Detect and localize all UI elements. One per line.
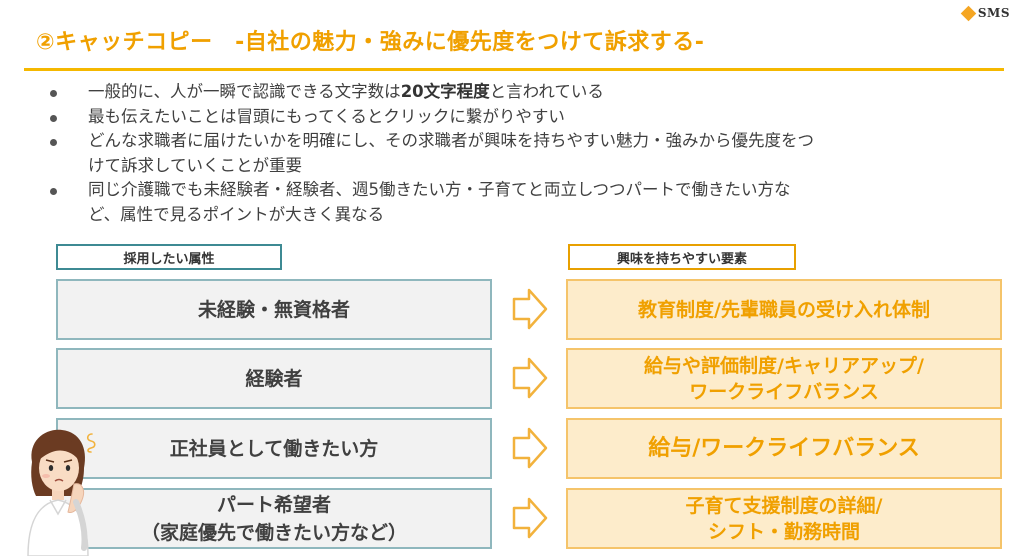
appeal-label: 給与や評価制度/キャリアアップ/ (644, 354, 924, 377)
title-underline (24, 68, 1004, 71)
bullet-item: 最も伝えたいことは冒頭にもってくるとクリックに繋がりやすい (50, 105, 990, 130)
appeal-label: シフト・勤務時間 (707, 520, 860, 543)
attribute-label: 正社員として働きたい方 (169, 437, 379, 460)
bullet-text: 最も伝えたいことは冒頭にもってくるとクリックに繋がりやすい (88, 106, 565, 126)
appeal-box-childcare-shift: 子育て支援制度の詳細/ シフト・勤務時間 (566, 488, 1002, 549)
right-arrow-icon (512, 427, 548, 469)
bullet-text-line: 同じ介護職でも未経験者・経験者、週5働きたい方・子育てと両立しつつパートで働きた… (88, 180, 791, 199)
appeal-label: 給与/ワークライフバランス (648, 435, 920, 461)
attribute-sublabel: （家庭優先で働きたい方など） (140, 521, 407, 544)
attribute-box-inexperienced: 未経験・無資格者 (56, 279, 492, 340)
bullet-dot-icon (50, 139, 57, 146)
appeal-box-salary-balance: 給与/ワークライフバランス (566, 418, 1002, 479)
right-arrow-icon (512, 288, 548, 330)
bullet-dot-icon (50, 114, 57, 122)
attribute-label: 未経験・無資格者 (197, 298, 350, 321)
sms-logo: SMS (960, 5, 1010, 21)
bullet-item: 一般的に、人が一瞬で認識できる文字数は20文字程度と言われている (50, 80, 990, 105)
bullet-text-line: ど、属性で見るポイントが大きく異なる (88, 204, 385, 224)
attribute-box-parttime: パート希望者 （家庭優先で働きたい方など） (56, 488, 492, 549)
bullet-text-line: けて訴求していくことが重要 (88, 155, 303, 175)
right-arrow-icon (512, 497, 548, 539)
attribute-label: パート希望者 (216, 493, 331, 516)
attribute-box-fulltime: 正社員として働きたい方 (56, 418, 492, 479)
attribute-box-experienced: 経験者 (56, 348, 492, 409)
bullet-text: と言われている (489, 82, 604, 101)
worried-woman-illustration (27, 429, 89, 556)
attribute-label: 経験者 (245, 367, 303, 390)
bullet-text: 一般的に、人が一瞬で認識できる文字数は (88, 82, 401, 101)
diamond-logo-icon (960, 5, 977, 21)
bullet-emphasis: 20文字程度 (400, 82, 490, 101)
bullet-list: 一般的に、人が一瞬で認識できる文字数は20文字程度と言われている 最も伝えたいこ… (50, 80, 990, 227)
target-attribute-header: 採用したい属性 (56, 244, 282, 270)
bullet-item: 同じ介護職でも未経験者・経験者、週5働きたい方・子育てと両立しつつパートで働きた… (50, 178, 990, 227)
appeal-element-header: 興味を持ちやすい要素 (568, 244, 796, 270)
slide-title: ②キャッチコピー -自社の魅力・強みに優先度をつけて訴求する- (36, 30, 705, 55)
bullet-dot-icon (50, 188, 57, 195)
appeal-box-salary-career: 給与や評価制度/キャリアアップ/ ワークライフバランス (566, 348, 1002, 409)
logo-text: SMS (977, 6, 1010, 20)
appeal-label: 教育制度/先輩職員の受け入れ体制 (638, 298, 930, 321)
worry-swirl-icon (86, 433, 96, 453)
bullet-dot-icon (50, 90, 57, 97)
appeal-label: 子育て支援制度の詳細/ (685, 494, 883, 517)
appeal-label: ワークライフバランス (689, 380, 879, 403)
bullet-item: どんな求職者に届けたいかを明確にし、その求職者が興味を持ちやすい魅力・強みから優… (50, 129, 990, 178)
appeal-box-training: 教育制度/先輩職員の受け入れ体制 (566, 279, 1002, 340)
bullet-text-line: どんな求職者に届けたいかを明確にし、その求職者が興味を持ちやすい魅力・強みから優… (88, 131, 814, 150)
right-arrow-icon (512, 357, 548, 399)
